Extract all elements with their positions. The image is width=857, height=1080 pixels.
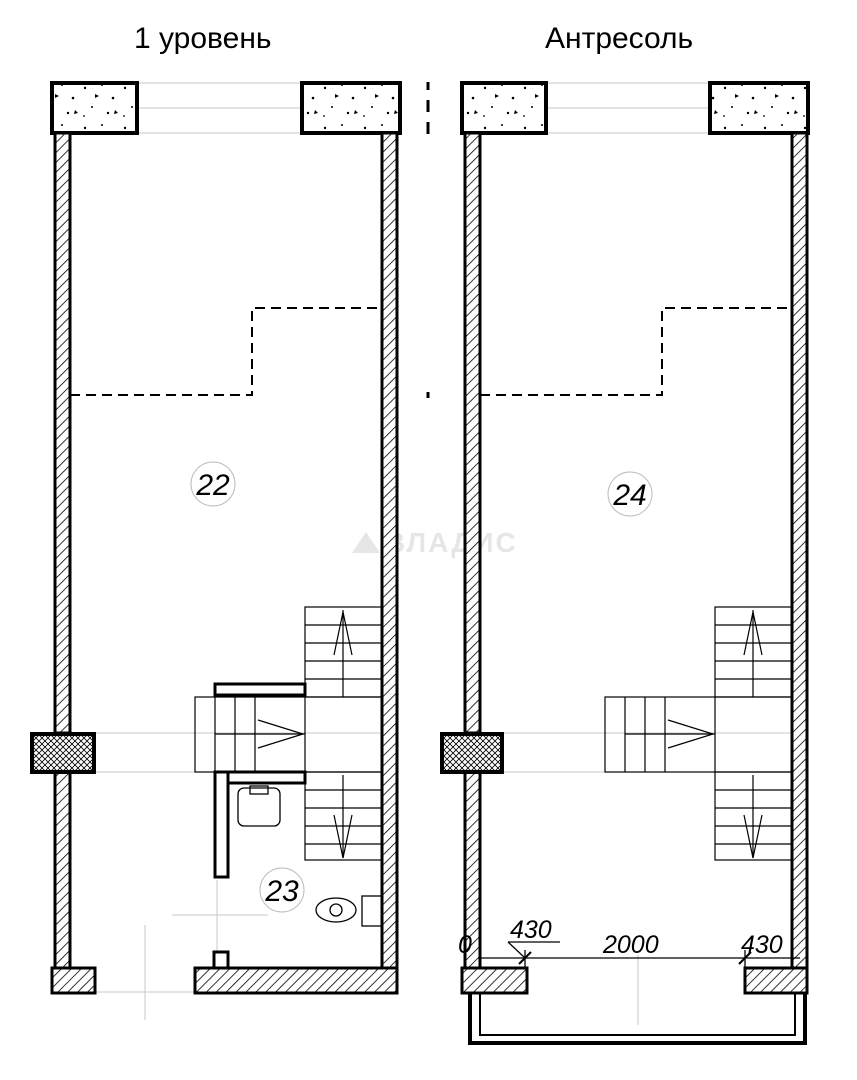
stair-upper — [714, 606, 793, 698]
balcony — [468, 993, 807, 1045]
dimension-2000: 2000 — [602, 931, 659, 959]
mezzanine-outline — [70, 307, 382, 396]
partition-vertical — [213, 770, 230, 879]
toilet-icon — [315, 895, 383, 927]
plan-level-1: 22 23 — [30, 81, 402, 1020]
wall-left-upper — [463, 131, 482, 735]
stair-middle — [194, 696, 383, 773]
room-22-label: 22 — [195, 469, 230, 502]
column — [30, 732, 96, 774]
wall-right — [790, 131, 809, 970]
wall-bottom-left — [460, 966, 529, 995]
stair-lower — [304, 771, 383, 861]
dimension-partial: 0 — [458, 931, 472, 959]
wall-left-upper — [53, 131, 72, 735]
dimension-line — [478, 941, 800, 968]
dimension-430-left: 430 — [510, 916, 552, 944]
dimension-430-right: 430 — [741, 931, 783, 959]
room-23-marker: 23 — [259, 867, 305, 913]
watermark-text: ВЛАДИС — [385, 527, 518, 558]
partition-top — [213, 682, 307, 697]
concrete-slab-left — [50, 81, 139, 135]
plan-mezzanine: 24 430 2000 430 0 — [440, 81, 810, 1045]
wall-right — [380, 131, 399, 970]
concrete-slab-right — [300, 81, 402, 135]
concrete-slab-right — [708, 81, 810, 135]
mezzanine-outline — [480, 307, 792, 396]
wall-bottom-right — [743, 966, 809, 995]
sink-icon — [237, 785, 281, 827]
watermark: ВЛАДИС — [352, 527, 518, 558]
stair-lower — [714, 771, 793, 861]
room-24-marker: 24 — [607, 471, 653, 517]
wall-bottom-right — [193, 966, 399, 995]
room-23-label: 23 — [264, 875, 299, 908]
concrete-slab-left — [460, 81, 548, 135]
room-24-label: 24 — [612, 479, 646, 512]
stair-middle — [604, 696, 793, 773]
wall-left-lower — [53, 770, 72, 970]
mezzanine-title: Антресоль — [545, 22, 694, 55]
column — [440, 732, 504, 774]
room-22-marker: 22 — [190, 461, 236, 507]
level-1-title: 1 уровень — [134, 22, 272, 55]
stair-upper — [304, 606, 383, 698]
wall-bottom-left — [50, 966, 97, 995]
